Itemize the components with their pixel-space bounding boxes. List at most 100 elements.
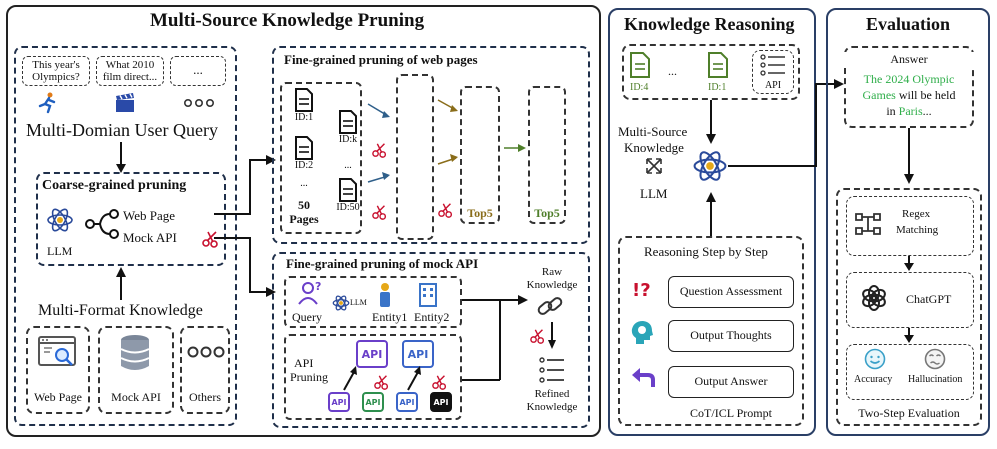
branch-icon bbox=[85, 209, 119, 239]
step-output-answer-label: Output Answer bbox=[694, 374, 768, 388]
answer-label: Answer bbox=[844, 52, 974, 67]
expand-arrows-icon bbox=[646, 158, 662, 174]
clapperboard-icon bbox=[116, 93, 134, 112]
refined-knowledge-l2: Knowledge bbox=[526, 401, 578, 413]
knowledge-mockapi-label: Mock API bbox=[111, 390, 161, 404]
chatgpt-box bbox=[846, 272, 974, 328]
web-fine-box bbox=[272, 46, 590, 244]
arrow-knowledge-to-coarse bbox=[116, 267, 126, 300]
scissors-icon-api-1 bbox=[374, 375, 389, 390]
reason-llm-label: LLM bbox=[640, 186, 668, 201]
col1-doc-icon-0 bbox=[295, 88, 313, 112]
arrow-chatgpt-to-metrics bbox=[904, 328, 914, 343]
api-query-label: Query bbox=[292, 310, 322, 324]
web-col3-box bbox=[460, 86, 500, 224]
col1-label-0: ID:1 bbox=[294, 112, 314, 123]
col1b-item-0: ID:k bbox=[328, 110, 368, 145]
arrow-to-api-fine bbox=[214, 237, 276, 297]
knowledge-webpage-label: Web Page bbox=[33, 390, 83, 404]
col1-item-2: ... bbox=[284, 178, 324, 189]
arrow-to-web-fine bbox=[214, 155, 276, 215]
step-output-thoughts bbox=[668, 320, 794, 352]
hallucination-face-icon bbox=[924, 348, 946, 370]
return-arrow-icon bbox=[632, 368, 655, 387]
api-pruning-l2: Pruning bbox=[290, 370, 329, 384]
query-knowledge-group bbox=[14, 46, 237, 426]
knowledge-webpage-box bbox=[26, 326, 90, 414]
regex-bracket-icon bbox=[855, 213, 881, 235]
query-box-1 bbox=[22, 56, 90, 86]
runner-icon bbox=[38, 92, 56, 114]
reasoning-panel bbox=[608, 8, 816, 436]
coarse-web-page: Web Page bbox=[123, 208, 176, 223]
step-output-answer bbox=[668, 366, 794, 398]
api-badge-2: API bbox=[328, 392, 350, 412]
api-merge-arrow bbox=[462, 295, 528, 381]
entity2-label: Entity2 bbox=[414, 310, 450, 324]
two-step-eval-box bbox=[836, 188, 982, 426]
answer-in: in bbox=[886, 104, 899, 118]
api-fine-box bbox=[272, 252, 590, 428]
web-fine-title: Fine-grained pruning of web pages bbox=[284, 52, 478, 67]
col1b-label-2: ID:50 bbox=[336, 202, 360, 213]
head-brain-icon bbox=[631, 321, 653, 344]
coarse-mock-api: Mock API bbox=[123, 230, 177, 245]
person-icon bbox=[380, 283, 390, 307]
query-text-1: This year's Olympics? bbox=[32, 59, 80, 83]
accuracy-label: Accuracy bbox=[854, 374, 893, 385]
raw-knowledge-l1: Raw bbox=[541, 266, 563, 278]
list-icon bbox=[539, 357, 564, 383]
api-badge-0: API bbox=[356, 340, 388, 368]
web-flow-arrows bbox=[367, 99, 526, 183]
api-badge-3: API bbox=[362, 392, 384, 412]
chatgpt-label: ChatGPT bbox=[906, 292, 952, 306]
refined-knowledge-l1: Refined bbox=[534, 388, 570, 400]
answer-line-2: Games will be held bbox=[844, 88, 974, 103]
col1b-item-1: ... bbox=[328, 160, 368, 171]
query-text-3: ... bbox=[193, 62, 203, 77]
regex-l1: Regex bbox=[902, 208, 931, 220]
scissors-icon-api-2 bbox=[432, 375, 447, 390]
arrow-query-to-coarse bbox=[116, 142, 126, 173]
atom-icon-reasoning bbox=[693, 151, 727, 181]
col1-label-1: ID:2 bbox=[294, 160, 314, 171]
webpage-search-icon bbox=[38, 336, 76, 366]
answer-box bbox=[844, 46, 974, 128]
col1b-doc-icon-0 bbox=[339, 110, 357, 134]
answer-line-3: in Paris... bbox=[844, 104, 974, 119]
step-question-assessment-label: Question Assessment bbox=[679, 284, 783, 298]
coarse-pruning-box bbox=[36, 172, 226, 266]
hallucination-label: Hallucination bbox=[908, 374, 963, 385]
reason-doc-left-id: ID:4 bbox=[630, 82, 649, 93]
answer-will-be-held: will be held bbox=[895, 88, 956, 102]
pruning-panel bbox=[6, 5, 601, 437]
atom-icon-api bbox=[332, 295, 350, 311]
scissors-icon-web-1 bbox=[372, 143, 387, 158]
api-pruning-l1: API bbox=[294, 356, 314, 370]
knowledge-mockapi-box bbox=[98, 326, 174, 414]
col1-item-1: ID:2 bbox=[284, 136, 324, 171]
multi-source-l1: Multi-Source bbox=[618, 124, 688, 139]
accuracy-face-icon bbox=[864, 348, 886, 370]
col4-top5: Top5 bbox=[534, 206, 560, 220]
web-col4-box bbox=[528, 86, 566, 224]
api-fine-title: Fine-grained pruning of mock API bbox=[286, 256, 479, 271]
multi-format-label: Multi-Format Knowledge bbox=[38, 302, 203, 319]
answer-ellipsis: ... bbox=[922, 104, 932, 118]
pruning-title: Multi-Source Knowledge Pruning bbox=[150, 10, 425, 31]
reason-doc-ellipsis: ... bbox=[668, 64, 677, 78]
col3-top5: Top5 bbox=[467, 206, 493, 220]
svg-text:?: ? bbox=[315, 280, 321, 293]
answer-line-1: The 2024 Olympic bbox=[863, 72, 955, 86]
arrow-docs-to-llm bbox=[706, 100, 716, 144]
user-question-icon: ? bbox=[298, 280, 321, 305]
api-badge-4: API bbox=[396, 392, 418, 412]
col1-label-2: ... bbox=[300, 178, 308, 189]
raw-knowledge-l2: Knowledge bbox=[526, 279, 578, 291]
scissors-icon-web-2 bbox=[372, 205, 387, 220]
reasoning-title: Knowledge Reasoning bbox=[624, 14, 795, 34]
step-output-thoughts-label: Output Thoughts bbox=[690, 328, 772, 342]
scissors-icon-coarse bbox=[202, 231, 218, 248]
exclaim-question-icon: !? bbox=[632, 280, 651, 301]
query-box-2 bbox=[96, 56, 164, 86]
